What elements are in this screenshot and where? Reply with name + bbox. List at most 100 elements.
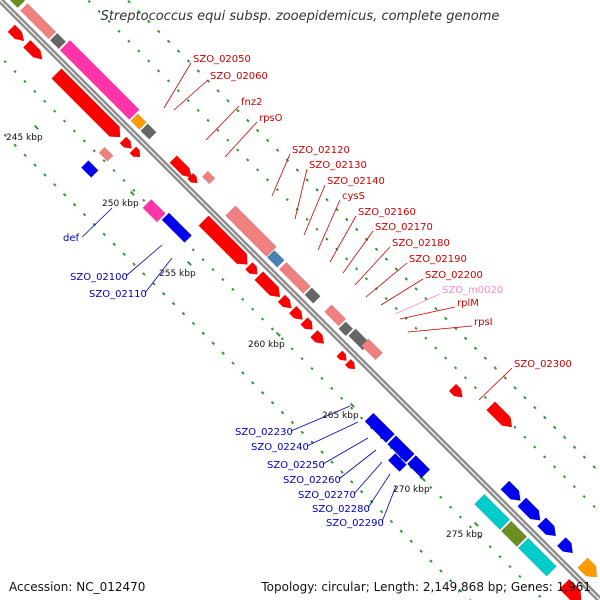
gene-callouts: SZO_02050SZO_02060fnz2rpsOSZO_02120SZO_0… <box>63 54 572 529</box>
gc-dot <box>166 79 171 83</box>
gene-label: fnz2 <box>241 97 262 108</box>
gc-dot <box>231 287 235 291</box>
gc-dot <box>444 316 448 321</box>
gc-dot <box>320 376 324 381</box>
gc-dot <box>206 118 210 122</box>
gc-dot <box>201 331 206 336</box>
callout-line <box>365 262 408 298</box>
gc-dot <box>270 400 275 405</box>
gene-feature <box>364 412 395 444</box>
gc-dot <box>434 346 438 350</box>
gc-dot <box>488 545 492 549</box>
gc-dot <box>463 336 468 341</box>
callout-line <box>306 421 359 447</box>
gene-feature <box>556 537 574 554</box>
gc-dot <box>295 168 300 172</box>
gc-dot <box>191 248 195 252</box>
callout-line <box>224 121 258 158</box>
callout-line <box>338 449 377 480</box>
callout-line <box>353 461 383 495</box>
gc-dot <box>533 405 537 410</box>
callout-line <box>205 105 240 141</box>
gc-dot <box>394 267 399 271</box>
gc-dot <box>552 465 557 469</box>
gene-feature <box>500 480 521 501</box>
gc-dot <box>518 574 522 579</box>
gene-label: SZO_02160 <box>358 207 416 218</box>
gene-feature <box>310 329 325 344</box>
gc-dot <box>374 247 379 252</box>
gene-feature <box>266 249 285 268</box>
gc-dot <box>43 173 47 177</box>
gc-dot <box>439 495 443 499</box>
gc-dot <box>211 341 215 346</box>
gene-label: rplM <box>457 298 479 309</box>
axis-tick-label: 270 kbp <box>393 485 430 495</box>
gc-dot <box>473 346 478 351</box>
axis-tick <box>129 190 135 196</box>
gc-dot <box>216 128 220 132</box>
gc-dot <box>142 272 146 276</box>
gene-feature <box>338 321 354 337</box>
gc-dot <box>384 257 389 261</box>
gc-dot <box>513 425 517 429</box>
gene-feature <box>558 578 582 600</box>
gc-dot <box>196 69 201 73</box>
gc-dot <box>275 148 280 153</box>
gc-dot <box>13 143 17 148</box>
gc-dot <box>552 425 557 430</box>
gc-dot <box>582 455 587 459</box>
gene-feature <box>336 350 347 361</box>
gc-dot <box>458 515 463 519</box>
gc-dot <box>458 589 463 593</box>
gc-dot <box>444 356 448 360</box>
gene-feature <box>500 520 528 547</box>
gc-dot <box>335 247 339 251</box>
gene-feature <box>7 24 25 42</box>
gc-dot <box>255 128 260 133</box>
gc-dot <box>171 301 176 306</box>
gene-label: SZO_02130 <box>309 160 367 171</box>
gc-dot <box>493 366 498 370</box>
gc-dot <box>300 357 304 361</box>
gc-dot <box>92 149 96 153</box>
gc-dot <box>384 296 388 301</box>
gc-dot <box>389 446 393 450</box>
gc-dot <box>538 594 542 598</box>
map-title: Streptococcus equi subsp. zooepidemicus,… <box>100 9 500 24</box>
gc-dot <box>389 519 394 524</box>
gc-dot <box>82 139 86 143</box>
gc-dot <box>246 158 250 162</box>
gc-dot <box>13 70 17 74</box>
gc-dot <box>112 168 116 173</box>
gc-dot <box>33 89 37 93</box>
gene-feature <box>300 317 313 330</box>
gc-dot <box>498 555 502 559</box>
gc-dot <box>508 564 512 569</box>
gc-dot <box>562 475 567 479</box>
gene-feature <box>387 435 415 463</box>
axis-tick <box>186 260 192 266</box>
gc-dot <box>265 138 270 143</box>
gene-feature <box>344 358 356 370</box>
gc-dot <box>132 262 136 266</box>
callout-line <box>144 257 173 294</box>
gc-dot <box>572 485 576 489</box>
gene-feature <box>119 136 132 149</box>
gc-dot <box>473 386 477 390</box>
genome-summary-text: Topology: circular; Length: 2,149,868 bp… <box>261 580 591 594</box>
callout-line <box>303 184 326 236</box>
gene-feature <box>140 123 157 140</box>
callout-line <box>125 244 163 277</box>
gc-dot <box>592 465 597 469</box>
gc-dot <box>340 470 344 474</box>
gc-dot <box>226 138 230 142</box>
gc-dot <box>285 197 289 202</box>
axis-tick <box>420 476 426 482</box>
gc-dot <box>62 193 67 197</box>
gene-feature <box>59 39 140 120</box>
gc-dot <box>147 59 151 63</box>
gc-dot <box>350 406 354 410</box>
gene-feature <box>577 557 598 578</box>
